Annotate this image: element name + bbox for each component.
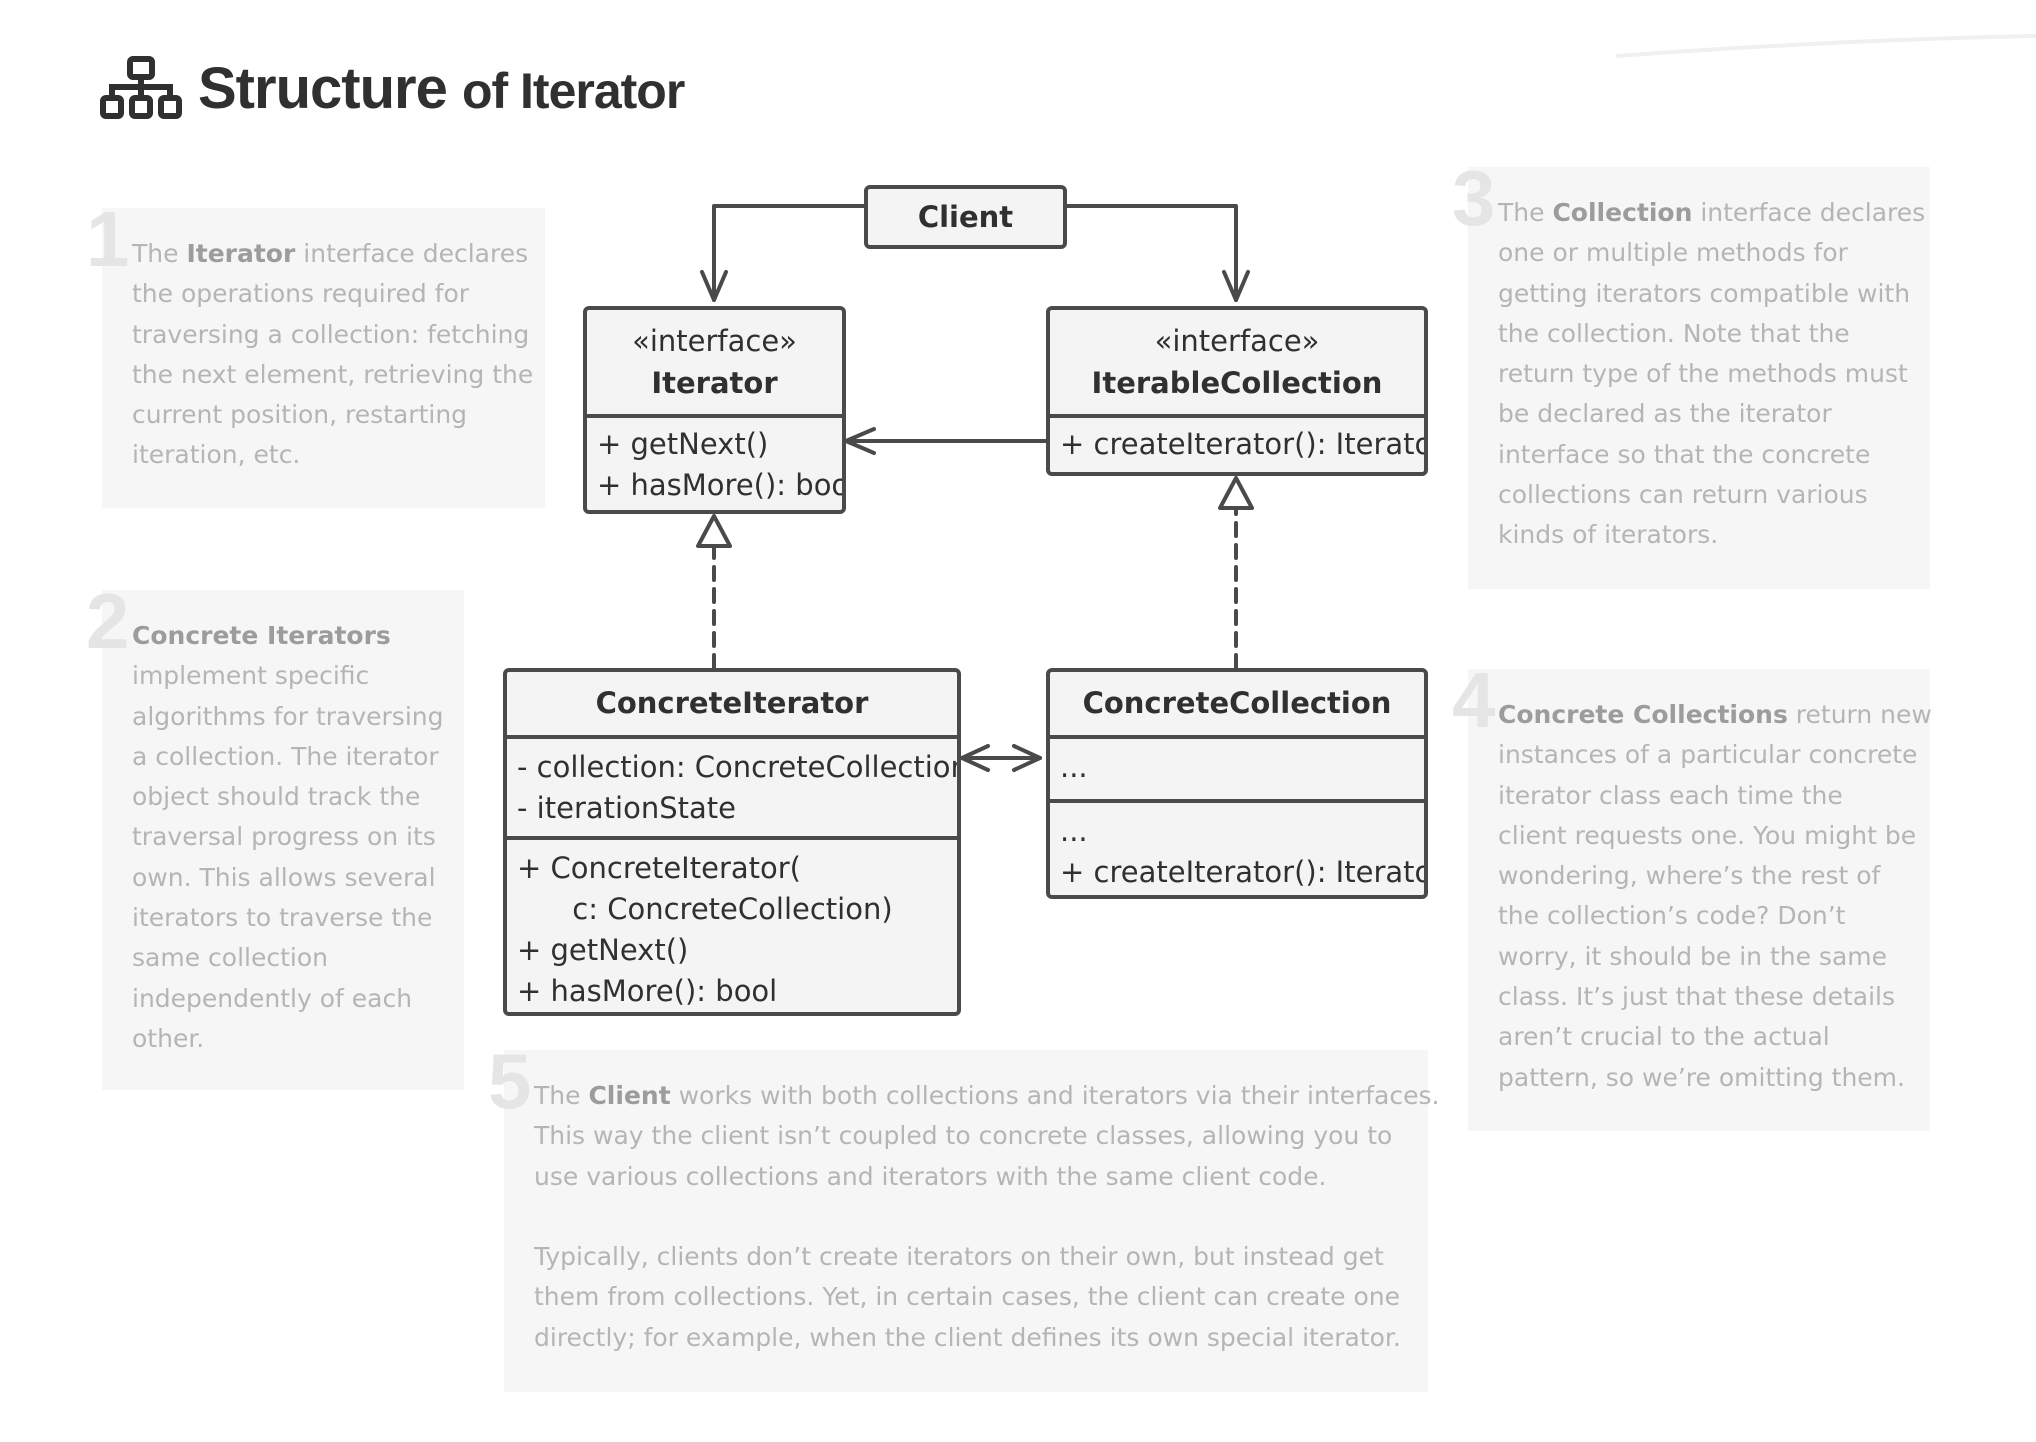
note-line: them from collections. Yet, in certain c…	[534, 1282, 1401, 1312]
class-name: Client	[917, 200, 1014, 234]
note-line: worry, it should be in the same	[1498, 941, 1888, 971]
note-text: The Client works with both collections a…	[534, 1076, 1439, 1358]
class-iterator-interface: «interface» Iterator + getNext() + hasMo…	[583, 306, 846, 514]
note-number: 4	[1452, 656, 1496, 744]
page-title: Structure of Iterator	[100, 48, 685, 128]
class-fields: ...	[1050, 735, 1424, 799]
note-line: the next element, retrieving the	[132, 359, 534, 389]
note-line: client requests one. You might be	[1498, 820, 1917, 850]
note-line: getting iterators compatible with	[1498, 278, 1911, 308]
note-line: one or multiple methods for	[1498, 238, 1848, 268]
note-line: iteration, etc.	[132, 440, 301, 470]
note-number: 3	[1452, 154, 1496, 242]
note-text: Concrete Collections return new instances…	[1498, 695, 1932, 1098]
class-client: Client	[864, 185, 1067, 249]
realization-iterator-triangle	[696, 514, 732, 548]
client-to-iterator-line	[712, 204, 868, 302]
class-name: ConcreteIterator	[595, 686, 869, 720]
note-line: a collection. The iterator	[132, 741, 439, 771]
class-stereotype: «interface»	[632, 324, 797, 358]
note-line: the collection. Note that the	[1498, 318, 1850, 348]
note-line: use various collections and iterators wi…	[534, 1161, 1327, 1191]
class-fields: - collection: ConcreteCollection - itera…	[507, 735, 957, 836]
client-to-collection-arrowhead	[1222, 270, 1250, 302]
note-number: 2	[86, 577, 130, 665]
class-name: Iterator	[651, 366, 778, 400]
class-iterable-collection: «interface» IterableCollection + createI…	[1046, 306, 1428, 476]
class-methods: ... + createIterator(): Iterator	[1050, 799, 1424, 893]
note-text: The Collection interface declares one or …	[1498, 193, 1925, 556]
note-line: The Collection interface declares	[1498, 198, 1926, 227]
note-line: current position, restarting	[132, 400, 468, 430]
class-name: IterableCollection	[1091, 366, 1383, 400]
note-line: interface so that the concrete	[1498, 439, 1871, 469]
note-line: The Client works with both collections a…	[534, 1081, 1440, 1110]
class-concrete-iterator: ConcreteIterator - collection: ConcreteC…	[503, 668, 961, 1016]
class-header: «interface» IterableCollection	[1050, 310, 1424, 414]
class-methods: + getNext() + hasMore(): bool	[587, 414, 842, 506]
note-line: aren’t crucial to the actual	[1498, 1022, 1830, 1052]
decorative-swoosh	[1616, 34, 2036, 58]
note-line: the operations required for	[132, 279, 470, 309]
note-line: traversal progress on its	[132, 822, 436, 852]
class-name: ConcreteCollection	[1082, 686, 1392, 720]
collection-to-iterator-arrowhead	[844, 427, 876, 455]
note-line: independently of each	[132, 983, 413, 1013]
note-line: algorithms for traversing	[132, 701, 444, 731]
client-to-collection-line	[1064, 204, 1238, 302]
note-line: object should track the	[132, 782, 421, 812]
class-header: «interface» Iterator	[587, 310, 842, 414]
class-methods: + ConcreteIterator( c: ConcreteCollectio…	[507, 836, 957, 1012]
note-line: directly; for example, when the client d…	[534, 1322, 1401, 1352]
note-line: The Iterator interface declares	[132, 239, 529, 268]
note-line: instances of a particular concrete	[1498, 740, 1918, 770]
note-line: kinds of iterators.	[1498, 520, 1719, 550]
class-methods: + createIterator(): Iterator	[1050, 414, 1424, 465]
note-line: implement specific	[132, 661, 370, 691]
note-5: 5 The Client works with both collections…	[488, 1042, 1439, 1392]
note-number: 5	[488, 1037, 532, 1125]
note-text: The Iterator interface declares the opera…	[132, 234, 533, 476]
association-arrowhead-right	[1012, 744, 1042, 772]
note-line: class. It’s just that these details	[1498, 982, 1895, 1012]
structure-diagram-icon	[100, 56, 182, 119]
note-text: Concrete Iterators implement specific algo…	[132, 616, 444, 1059]
note-line: own. This allows several	[132, 862, 436, 892]
client-to-iterator-arrowhead	[700, 270, 728, 302]
note-line: return type of the methods must	[1498, 359, 1908, 389]
note-line: collections can return various	[1498, 480, 1868, 510]
note-line: traversing a collection: fetching	[132, 319, 530, 349]
note-line: wondering, where’s the rest of	[1498, 861, 1881, 891]
note-line: iterators to traverse the	[132, 903, 433, 933]
note-line: This way the client isn’t coupled to con…	[534, 1121, 1393, 1151]
realization-collection-triangle	[1218, 476, 1254, 510]
note-line: the collection’s code? Don’t	[1498, 901, 1846, 931]
note-line: pattern, so we’re omitting them.	[1498, 1062, 1905, 1092]
note-line: Concrete Collections return new	[1498, 700, 1932, 729]
association-arrowhead-left	[960, 744, 990, 772]
note-line: other.	[132, 1023, 205, 1053]
note-line: Typically, clients don’t create iterator…	[534, 1242, 1384, 1272]
class-concrete-collection: ConcreteCollection ... ... + createItera…	[1046, 668, 1428, 899]
note-line: be declared as the iterator	[1498, 399, 1832, 429]
title-text: Structure of Iterator	[198, 55, 685, 121]
note-line: iterator class each time the	[1498, 780, 1843, 810]
note-line: Concrete Iterators	[132, 621, 391, 650]
class-stereotype: «interface»	[1154, 324, 1320, 358]
note-number: 1	[86, 195, 130, 283]
note-line: same collection	[132, 943, 328, 973]
